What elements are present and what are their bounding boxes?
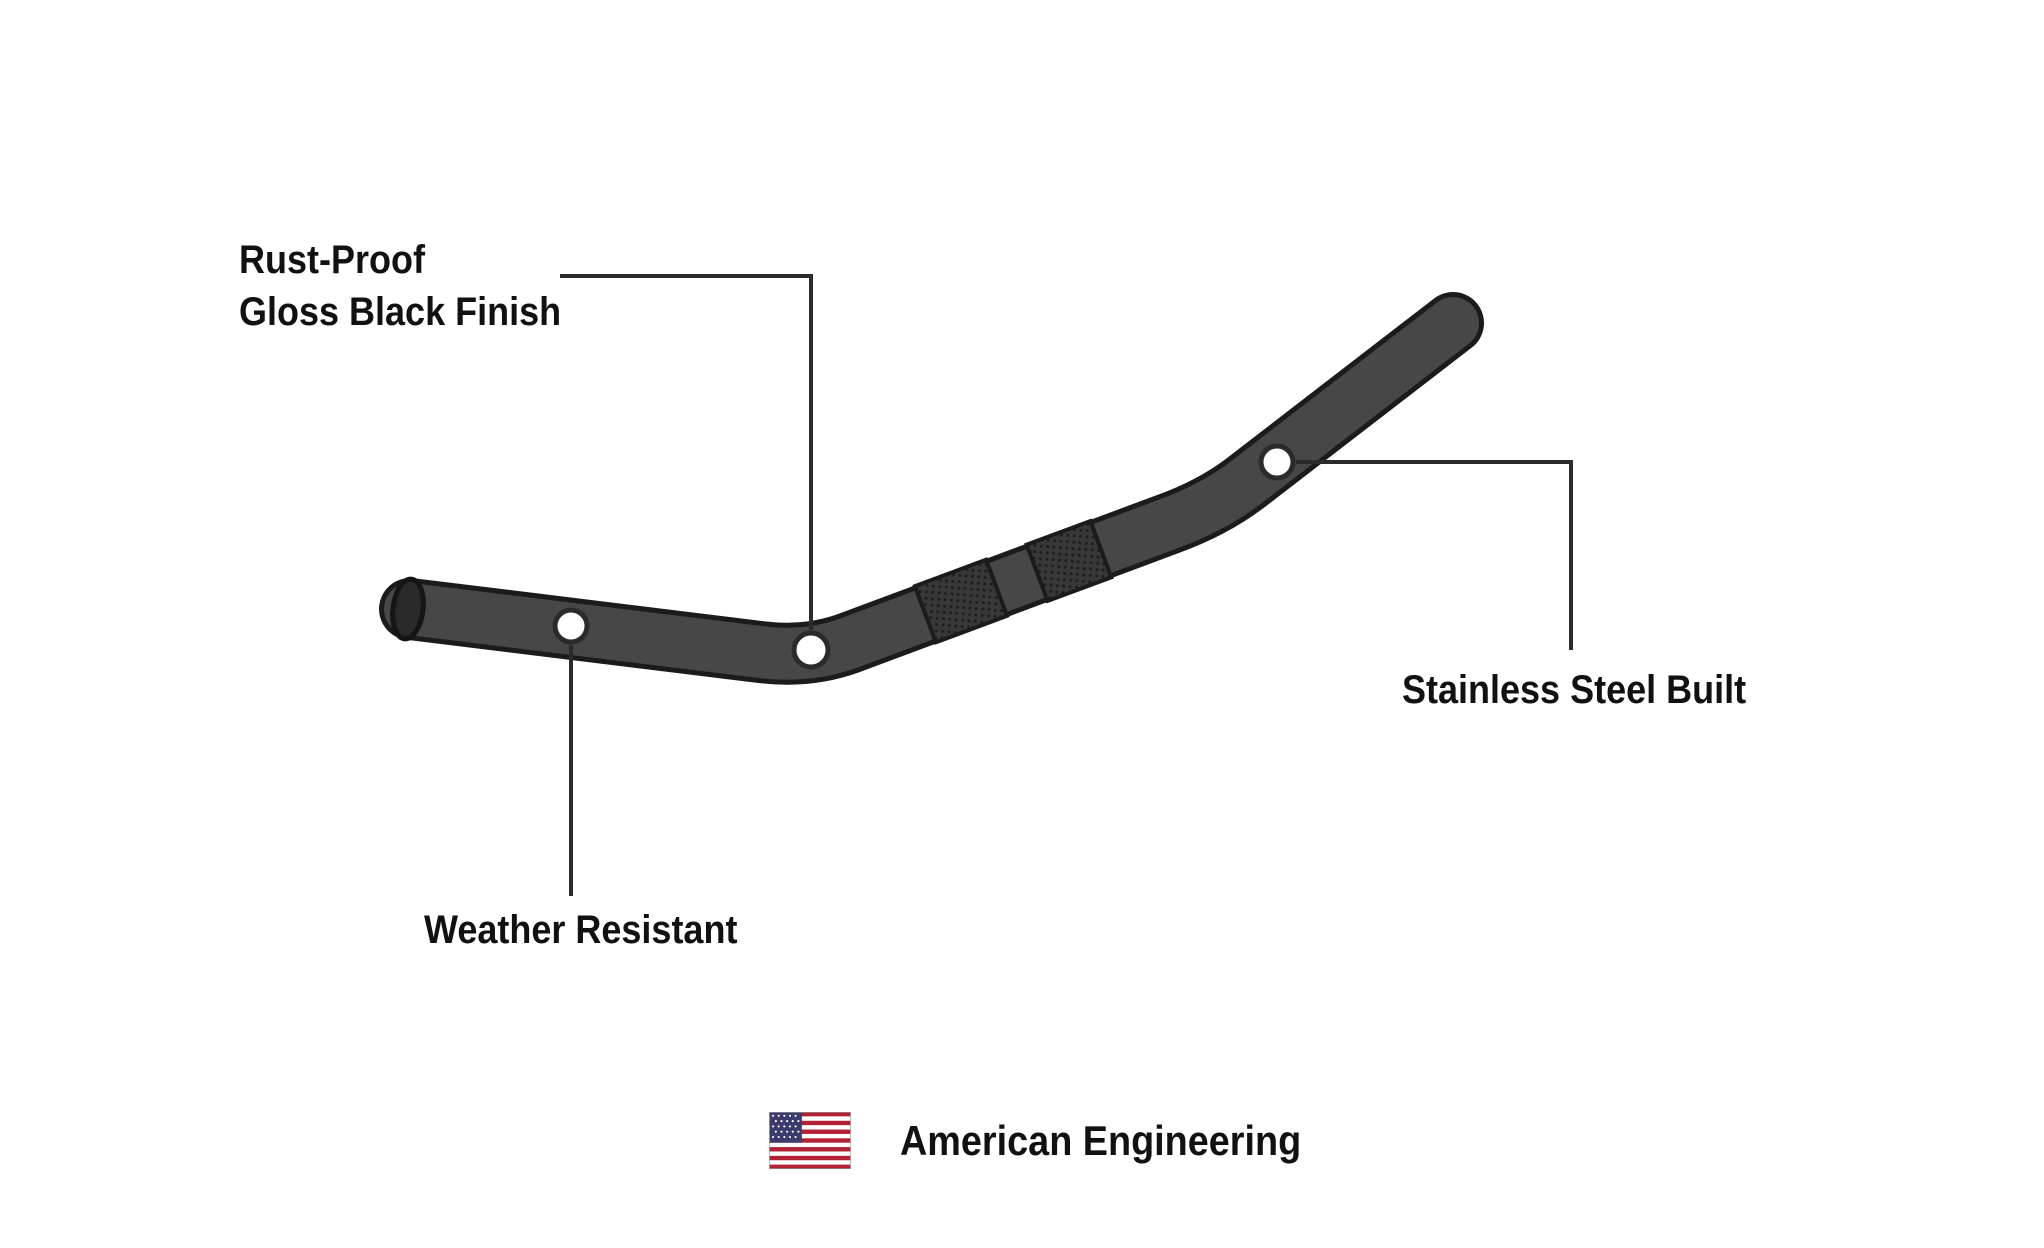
rust-proof-leader-line: [560, 274, 813, 630]
weather-marker: [552, 607, 590, 645]
callout-stainless-label: Stainless Steel Built: [1402, 668, 1747, 712]
tube-end-cap: [390, 576, 426, 642]
footer-label: American Engineering: [900, 1116, 1302, 1164]
footer: American Engineering: [768, 1112, 1346, 1169]
callout-weather-label: Weather Resistant: [424, 908, 738, 952]
callout-rust-proof-label: Rust-Proof Gloss Black Finish: [239, 238, 562, 334]
stainless-leader-line: [1296, 460, 1573, 650]
rust-proof-marker: [791, 630, 831, 670]
handlebar-tube-body: [384, 297, 1479, 680]
knurl-band-1: [912, 557, 1010, 645]
knurl-band-2: [1024, 518, 1114, 604]
us-flag-icon: [769, 1112, 851, 1169]
stainless-marker: [1258, 443, 1296, 481]
